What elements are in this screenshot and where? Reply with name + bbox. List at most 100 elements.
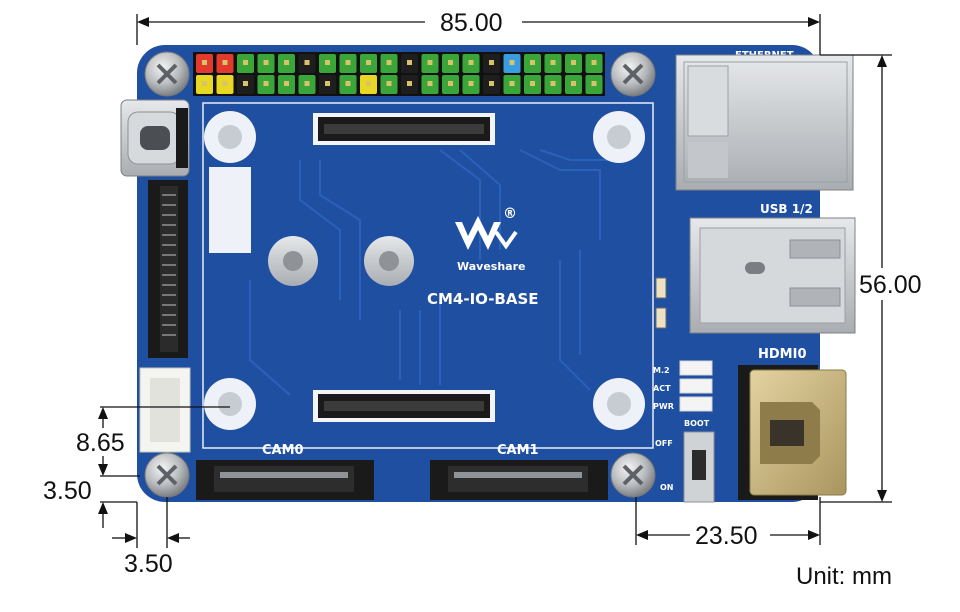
gpio-pin-tip xyxy=(550,81,556,86)
brand-text: Waveshare xyxy=(457,260,525,273)
switch-off-label: OFF xyxy=(655,439,673,448)
display-fpc-connector xyxy=(148,180,188,358)
gpio-pin-tip xyxy=(345,60,351,65)
ethernet-port xyxy=(675,54,854,191)
gpio-pin-tip xyxy=(222,81,228,86)
dimension-hole-spacing-label: 8.65 xyxy=(76,429,125,457)
screw-bottom-right xyxy=(610,452,656,498)
dimension-hole-spacing xyxy=(98,406,230,477)
led-pwr-label: PWR xyxy=(653,402,674,411)
gpio-pin-tip xyxy=(530,60,535,65)
screw-bottom-left xyxy=(144,452,190,498)
standoff-left xyxy=(268,236,318,286)
led-m2 xyxy=(679,360,713,376)
gpio-pin-tip xyxy=(571,81,576,86)
led-m2-label: M.2 xyxy=(653,366,670,375)
model-label: CM4-IO-BASE xyxy=(427,290,539,308)
cam0-connector xyxy=(196,460,374,500)
gpio-pin-tip xyxy=(489,81,494,86)
gpio-pin-tip xyxy=(202,81,207,86)
dimension-hole-offset-y xyxy=(98,501,137,528)
cam1-connector xyxy=(430,460,608,500)
dimension-hole-offset-x xyxy=(112,497,190,548)
usb-port xyxy=(689,217,856,334)
pcb-inner-outline xyxy=(202,102,654,449)
gpio-pin-tip xyxy=(509,60,515,65)
dimension-width-label: 85.00 xyxy=(440,9,503,37)
gpio-pin-tip xyxy=(407,81,412,86)
dimension-hole-offset-y-label: 3.50 xyxy=(43,477,92,505)
waveshare-logo xyxy=(455,216,518,250)
gpio-pin-tip xyxy=(448,81,453,86)
gpio-pin-tip xyxy=(243,81,248,86)
gpio-pin-tip xyxy=(591,60,597,65)
gpio-pin-tip xyxy=(304,60,310,65)
gpio-pin-tip xyxy=(284,60,289,65)
pcb-white-pad xyxy=(209,167,251,253)
led-pwr xyxy=(679,396,713,412)
gpio-pin-tip xyxy=(468,60,474,65)
gpio-pin-tip xyxy=(427,81,433,86)
fan-connector xyxy=(139,367,191,453)
dimension-width xyxy=(136,14,821,55)
screw-top-right xyxy=(610,51,656,97)
gpio-pin-tip xyxy=(345,81,351,86)
gpio-pin-tip xyxy=(530,81,535,86)
gpio-pin-tip xyxy=(550,60,556,65)
hdmi-port xyxy=(738,365,847,500)
smd-component xyxy=(655,277,667,299)
usb-c-port xyxy=(120,99,190,177)
boot-label: BOOT xyxy=(684,419,710,428)
cam0-label: CAM0 xyxy=(262,443,304,458)
smd-component xyxy=(655,307,667,329)
hdmi-label: HDMI0 xyxy=(758,347,807,362)
gpio-pin-tip xyxy=(571,60,576,65)
boot-switch xyxy=(683,431,715,503)
mounting-pad-bottom-left xyxy=(204,378,256,430)
gpio-pin-tip xyxy=(222,60,228,65)
mounting-pad-top-left xyxy=(204,111,256,163)
gpio-header xyxy=(193,52,605,96)
gpio-pin-tip xyxy=(386,81,392,86)
gpio-pin-tip xyxy=(243,60,248,65)
usb-label: USB 1/2 xyxy=(760,202,813,216)
gpio-pin-tip xyxy=(366,60,371,65)
gpio-pin-tip xyxy=(489,60,494,65)
mounting-pad-top-right xyxy=(593,111,645,163)
gpio-pin-tip xyxy=(263,81,269,86)
led-act xyxy=(679,378,713,394)
led-act-label: ACT xyxy=(653,384,671,393)
standoff-right xyxy=(364,236,414,286)
dimension-hole-offset-x-label: 3.50 xyxy=(124,550,173,578)
cm4-connector-bottom xyxy=(313,390,495,422)
gpio-pin-tip xyxy=(263,60,269,65)
dimension-right-offset-label: 23.50 xyxy=(695,522,758,550)
gpio-pin-tip xyxy=(325,60,330,65)
gpio-pin-tip xyxy=(407,60,412,65)
gpio-pin-tip xyxy=(304,81,310,86)
gpio-pin-tip xyxy=(509,81,515,86)
gpio-pins xyxy=(196,54,603,94)
gpio-pin-tip xyxy=(427,60,433,65)
gpio-pin-tip xyxy=(591,81,597,86)
gpio-pin-tip xyxy=(202,60,207,65)
dimension-height xyxy=(820,54,892,503)
gpio-pin-tip xyxy=(448,60,453,65)
gpio-pin-tip xyxy=(284,81,289,86)
cm4-connector-top xyxy=(313,113,495,145)
unit-label: Unit: mm xyxy=(796,563,892,590)
dimension-right-offset xyxy=(635,497,821,545)
pcb-board xyxy=(137,45,820,502)
gpio-pin-tip xyxy=(386,60,392,65)
screw-top-left xyxy=(144,51,190,97)
registered-mark: ® xyxy=(503,206,517,222)
switch-on-label: ON xyxy=(660,483,674,492)
dimension-height-label: 56.00 xyxy=(859,271,922,299)
gpio-pin-tip xyxy=(366,81,371,86)
pcb-traces xyxy=(249,149,630,396)
gpio-pin-tip xyxy=(468,81,474,86)
mounting-pad-bottom-right xyxy=(593,378,645,430)
gpio-pin-tip xyxy=(325,81,330,86)
cam1-label: CAM1 xyxy=(497,443,539,458)
